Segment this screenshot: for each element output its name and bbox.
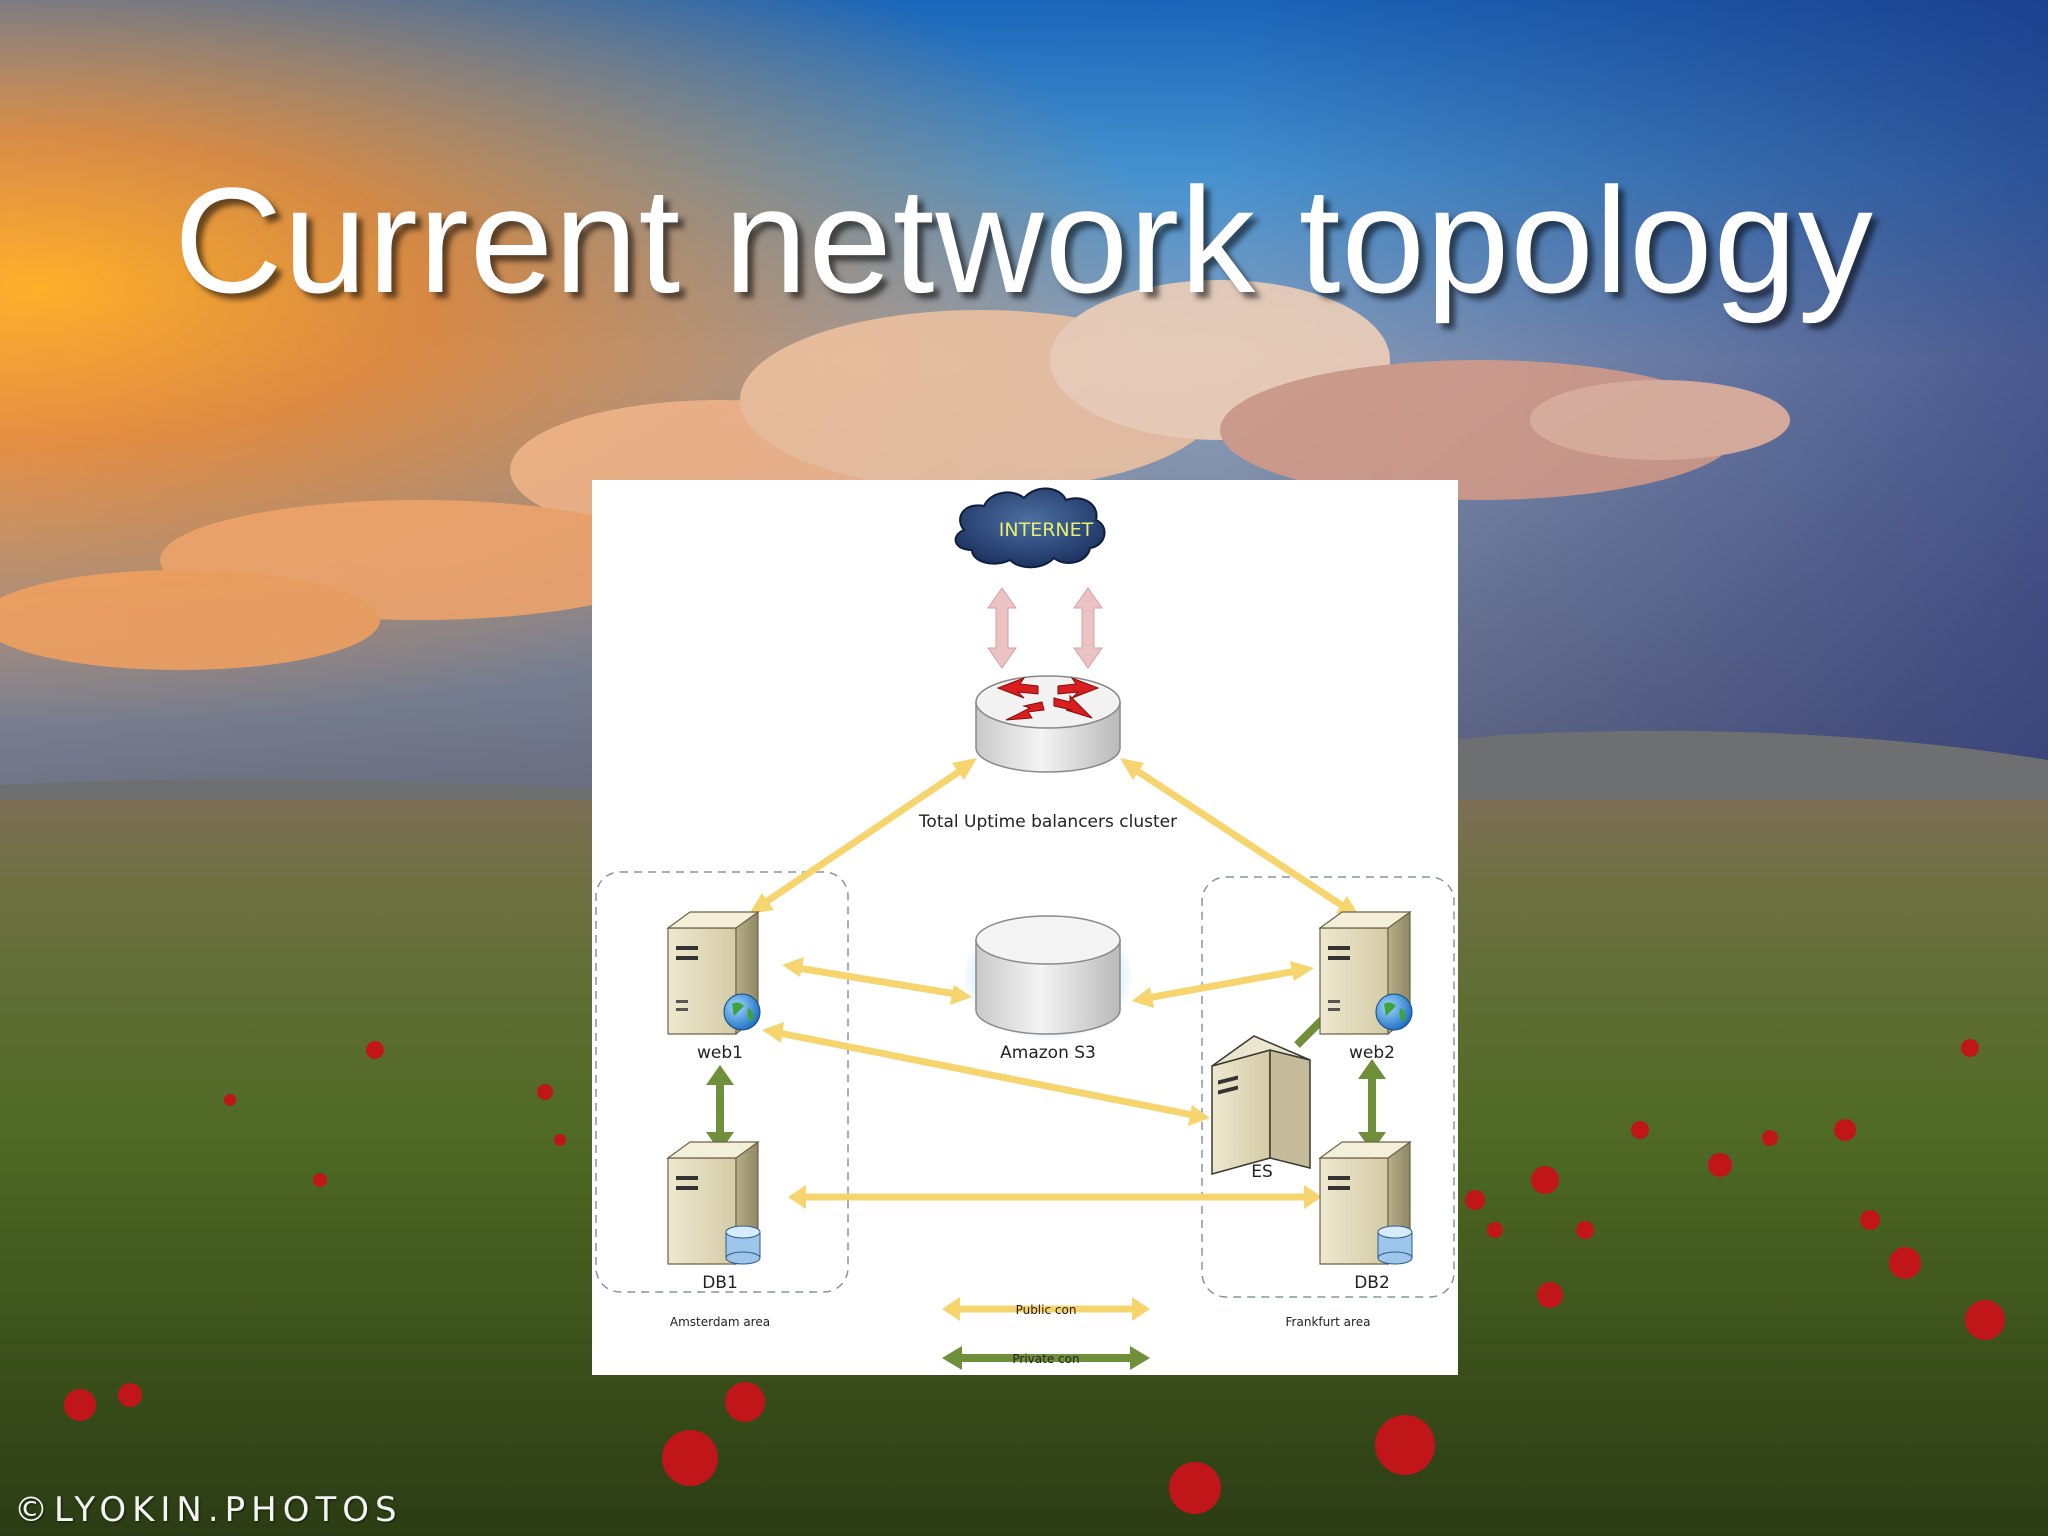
network-topology-diagram: INTERNET Total Uptime balancers cluster … — [595, 487, 1455, 1370]
slide-title: Current network topology — [174, 156, 1874, 324]
web1-server-icon — [666, 910, 761, 1036]
internet-link-arrows — [987, 587, 1103, 669]
s3-label: Amazon S3 — [1000, 1043, 1096, 1063]
web2-label: web2 — [1349, 1043, 1395, 1063]
database-icon — [725, 1225, 761, 1265]
db2-server-icon — [1318, 1140, 1413, 1266]
internet-label: INTERNET — [999, 519, 1094, 541]
web1-label: web1 — [697, 1043, 743, 1063]
globe-icon — [723, 993, 761, 1031]
balancer-label: Total Uptime balancers cluster — [918, 812, 1177, 832]
zone-frankfurt — [1201, 876, 1455, 1298]
private-links — [716, 1017, 1376, 1362]
legend-private-label: Private con — [1012, 1352, 1079, 1366]
frankfurt-zone-label: Frankfurt area — [1286, 1315, 1371, 1329]
zone-amsterdam — [595, 871, 849, 1293]
public-links — [753, 761, 1356, 1313]
db1-label: DB1 — [702, 1273, 738, 1293]
router-icon — [975, 675, 1121, 773]
database-icon — [1377, 1225, 1413, 1265]
internet-cloud-icon: INTERNET — [954, 487, 1106, 569]
storage-icon — [962, 913, 1134, 1041]
public-link-heads — [749, 758, 1360, 1321]
db1-server-icon — [666, 1140, 761, 1266]
legend-public-label: Public con — [1016, 1303, 1077, 1317]
amsterdam-zone-label: Amsterdam area — [670, 1315, 770, 1329]
photo-watermark: ©LYOKIN.PHOTOS — [14, 1490, 403, 1530]
diagram-panel: INTERNET Total Uptime balancers cluster … — [592, 480, 1458, 1375]
es-server-icon — [1211, 1035, 1311, 1175]
db2-label: DB2 — [1354, 1273, 1390, 1293]
web2-server-icon — [1318, 910, 1413, 1036]
es-label: ES — [1251, 1162, 1273, 1182]
globe-icon — [1375, 993, 1413, 1031]
